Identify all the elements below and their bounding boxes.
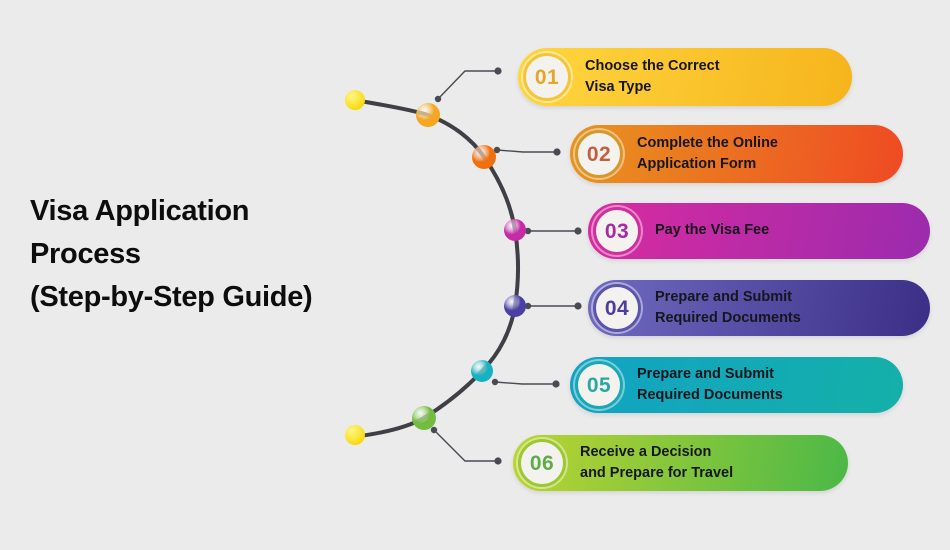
step-text-line: Visa Type (585, 79, 652, 95)
arc-node-01[interactable] (416, 103, 440, 127)
title-line-2: Process (30, 237, 141, 270)
leader-dot-end-4 (574, 302, 582, 310)
step-number-label: 05 (586, 373, 612, 397)
arc-node-04[interactable] (504, 295, 526, 317)
leader-line-1 (437, 70, 498, 100)
step-item-03[interactable]: 03 Pay the Visa Fee (588, 203, 930, 259)
step-number-badge: 05 (575, 361, 623, 409)
step-text-line: Prepare and Submit (637, 365, 774, 382)
step-number-badge: 04 (593, 284, 641, 332)
step-number-badge: 01 (523, 53, 571, 101)
step-text-line: and Prepare for Travel (580, 465, 734, 481)
arc-node-02[interactable] (472, 145, 496, 169)
step-number-label: 01 (534, 65, 560, 89)
step-item-06[interactable]: 06 Receive a Decision and Prepare for Trav… (513, 435, 848, 491)
leader-dot-end-2 (553, 148, 561, 156)
step-text: Receive a Decision and Prepare for Travel (580, 442, 733, 484)
step-number-label: 04 (604, 296, 630, 320)
leader-dot-start-5 (491, 378, 499, 386)
leader-dot-end-5 (552, 380, 560, 388)
leader-dot-end-1 (494, 67, 502, 75)
arc-node-05[interactable] (471, 360, 493, 382)
step-text-line: Required Documents (655, 310, 801, 326)
step-text-line: Application Form (637, 156, 757, 172)
leader-dot-end-3 (574, 227, 582, 235)
leader-dot-start-1 (434, 95, 442, 103)
arc-end-dot-2 (345, 425, 365, 445)
arc-node-06[interactable] (412, 406, 436, 430)
step-text-line: Receive a Decision (580, 443, 712, 460)
title-line-1: Visa Application (30, 195, 250, 227)
step-text: Pay the Visa Fee (655, 220, 769, 241)
step-number-badge: 06 (518, 439, 566, 487)
step-number-badge: 03 (593, 207, 641, 255)
leader-dot-start-4 (524, 302, 532, 310)
step-text-line: Complete the Online (637, 134, 778, 151)
step-text-line: Required Documents (637, 387, 783, 403)
step-number-label: 02 (586, 142, 612, 166)
step-text-line: Pay the Visa Fee (655, 222, 770, 239)
step-text-line: Prepare and Submit (655, 288, 792, 305)
leader-dot-start-2 (493, 146, 501, 154)
step-number-label: 03 (604, 219, 630, 243)
page-title: Visa Application Process (Step-by-Step G… (30, 190, 460, 319)
step-number-badge: 02 (575, 130, 623, 178)
arc-node-03[interactable] (504, 219, 526, 241)
leader-dot-end-6 (494, 457, 502, 465)
leader-line-5 (494, 381, 556, 385)
leader-line-6 (433, 429, 498, 462)
leader-dot-start-6 (430, 426, 438, 434)
leader-dot-start-3 (524, 227, 532, 235)
arc-end-dot-1 (345, 90, 365, 110)
leader-line-2 (496, 149, 557, 153)
title-line-3: (Step-by-Step Guide) (30, 280, 313, 313)
step-number-label: 06 (529, 451, 555, 475)
step-text-line: Choose the Correct (585, 57, 720, 74)
